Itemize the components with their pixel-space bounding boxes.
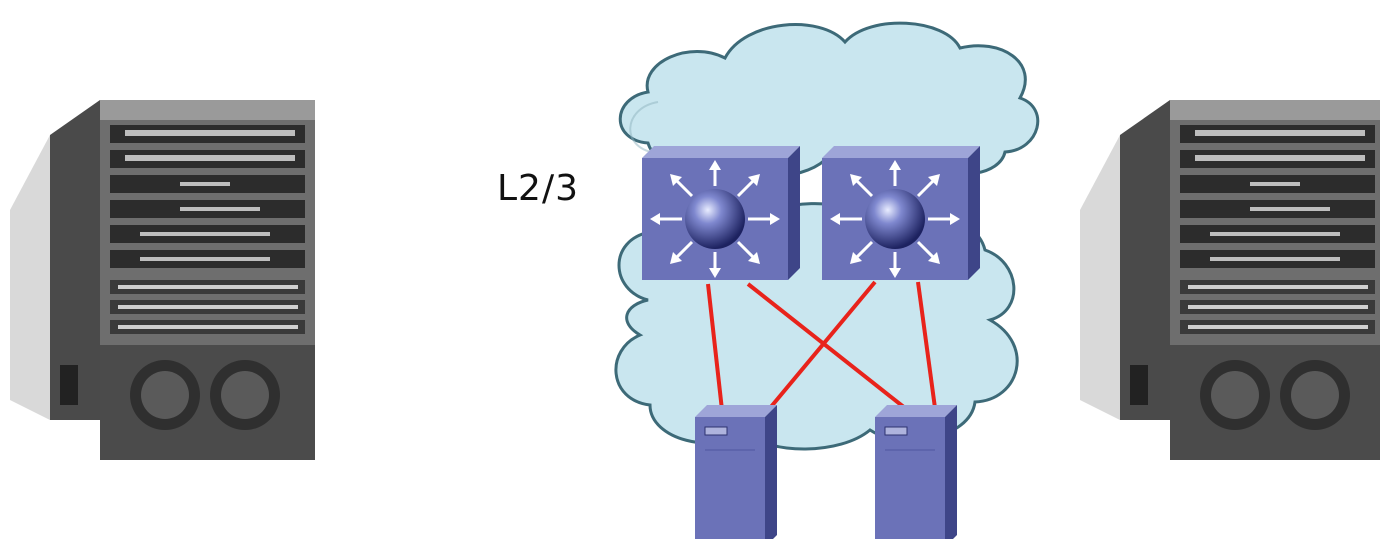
server-2: [874, 404, 958, 539]
layer-label: L2/3: [497, 168, 579, 209]
cloud-top: [618, 21, 1040, 180]
link-sw2-srv1: [768, 280, 877, 410]
chassis-left: [10, 100, 315, 460]
chassis-right: [1080, 100, 1380, 460]
l3-switch-1: [640, 144, 802, 282]
server-1: [694, 404, 778, 539]
link-sw2-srv2: [916, 281, 937, 409]
l3-switch-2: [820, 144, 982, 282]
link-sw1-srv1: [706, 283, 724, 411]
links: [706, 280, 937, 411]
link-sw1-srv2: [746, 282, 907, 410]
